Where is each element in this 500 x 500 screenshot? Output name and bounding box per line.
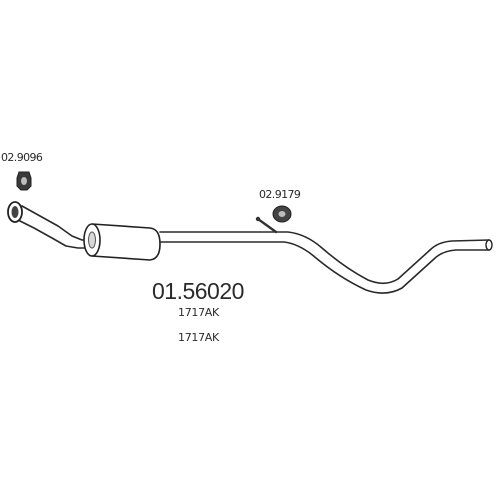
front-clamp-part-number: 02.9096	[1, 151, 43, 164]
muffler	[83, 223, 161, 261]
front-pipe	[13, 205, 93, 249]
tailpipe-end	[485, 239, 493, 251]
bolt-icon	[255, 216, 278, 234]
oe-number-2: 1717AK	[178, 331, 219, 344]
rear-clamp-icon	[272, 205, 292, 223]
front-clamp-icon	[16, 171, 32, 191]
oe-number-1: 1717AK	[178, 306, 219, 319]
rear-clamp-part-number: 02.9179	[259, 188, 301, 201]
rear-pipe	[159, 231, 490, 294]
front-flange	[7, 201, 23, 223]
main-part-number: 01.56020	[152, 278, 244, 304]
